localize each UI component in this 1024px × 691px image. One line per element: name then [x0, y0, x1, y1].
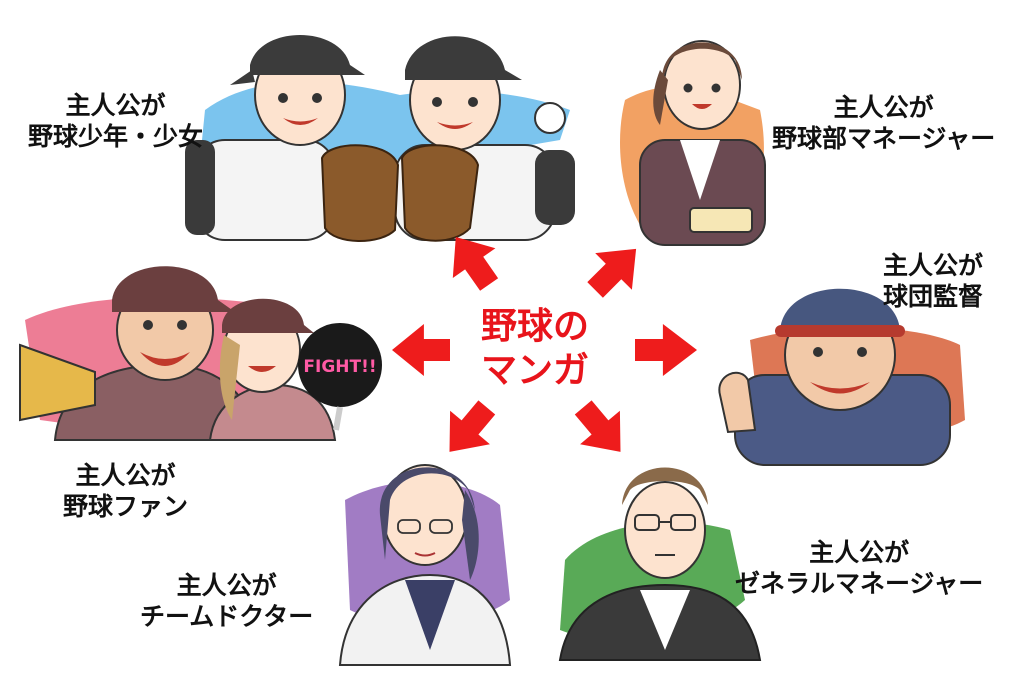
- doctor-illustration: [338, 464, 512, 666]
- label-doctor: 主人公が チームドクター: [140, 570, 313, 632]
- label-coach-line1: 主人公が: [883, 251, 984, 280]
- arrow-to-gm: [574, 400, 621, 452]
- arrow-to-player: [452, 237, 499, 291]
- label-manager-line2: 野球部マネージャー: [772, 124, 996, 153]
- label-doctor-line2: チームドクター: [140, 602, 314, 631]
- player-illustration: [185, 35, 575, 242]
- fan-fight-text: FIGHT!!: [303, 357, 376, 377]
- center-title: 野球の マンガ: [455, 305, 615, 393]
- arrows-group: [392, 237, 697, 452]
- manager-illustration: [620, 40, 766, 246]
- label-fan-line1: 主人公が: [75, 461, 176, 490]
- label-gm: 主人公が ゼネラルマネージャー: [735, 537, 983, 599]
- center-title-line2: マンガ: [480, 350, 589, 391]
- arrow-to-manager: [587, 248, 637, 298]
- arrow-to-coach: [635, 324, 697, 376]
- label-manager-line1: 主人公が: [833, 93, 934, 122]
- gm-illustration: [558, 467, 762, 661]
- label-coach-line2: 球団監督: [883, 282, 984, 311]
- center-title-line1: 野球の: [480, 306, 589, 347]
- label-doctor-line1: 主人公が: [176, 571, 277, 600]
- label-player-line1: 主人公が: [65, 91, 166, 120]
- label-gm-line1: 主人公が: [809, 538, 910, 567]
- label-coach: 主人公が 球団監督: [883, 250, 983, 312]
- uchiwa-fan: [298, 323, 382, 407]
- label-fan-line2: 野球ファン: [63, 492, 189, 521]
- label-gm-line2: ゼネラルマネージャー: [735, 569, 984, 598]
- fan-illustration: FIGHT!!: [19, 266, 382, 441]
- label-player-line2: 野球少年・少女: [28, 122, 204, 151]
- coach-illustration: [718, 288, 965, 466]
- arrow-to-doctor: [449, 400, 496, 452]
- label-manager: 主人公が 野球部マネージャー: [772, 92, 995, 154]
- label-fan: 主人公が 野球ファン: [63, 460, 188, 522]
- label-player: 主人公が 野球少年・少女: [28, 90, 203, 152]
- arrow-to-fan: [392, 324, 450, 376]
